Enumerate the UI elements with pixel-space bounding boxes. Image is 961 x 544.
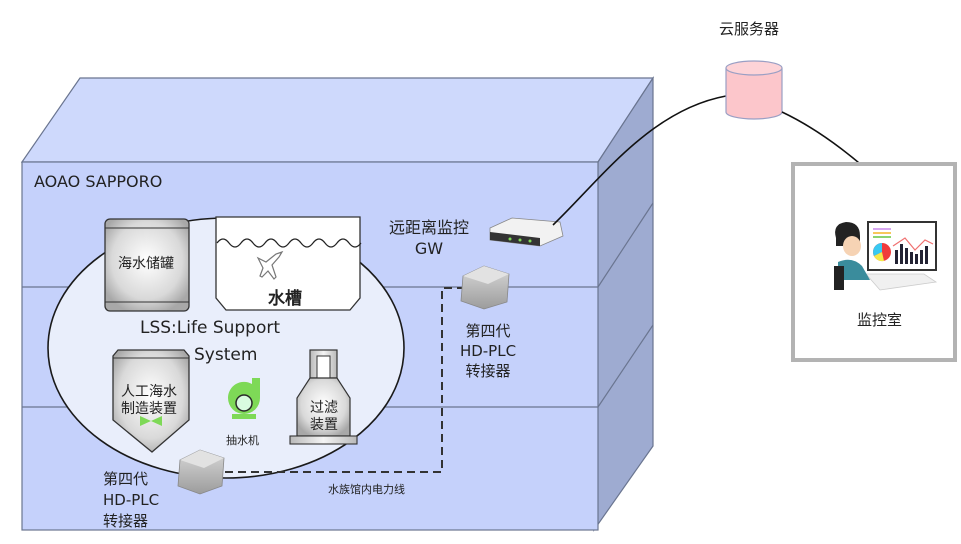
artificial-seawater-label-line1: 人工海水 [121,384,177,400]
filter-icon [289,349,358,445]
seawater-tank-icon [104,218,190,312]
operator-icon [834,221,938,291]
power-line-label: 水族馆内电力线 [328,483,405,496]
monitoring-room-label: 监控室 [857,311,903,329]
lss-title-line2: System [194,345,258,365]
plc-lower-label-line1: 第四代 [103,470,149,488]
side-divider-1 [597,202,654,288]
gateway-label-line1: 远距离监控 [388,218,469,237]
gw-to-cloud-link [552,95,727,226]
valve-icon [140,416,151,426]
pump-icon [227,378,260,419]
artificial-seawater-maker-icon [112,349,190,453]
artificial-seawater-label-line2: 制造装置 [121,401,177,417]
side-divider-2 [597,324,654,408]
gateway-label-line2: GW [414,239,444,258]
cloud-server-label: 云服务器 [719,20,780,38]
cloud-server-icon [725,60,783,120]
pump-label: 抽水机 [226,434,259,447]
building-name: AOAO SAPPORO [34,172,163,191]
plc-adapter-upper-icon [460,265,510,310]
building-top-face [20,77,655,163]
water-tank-icon [215,216,362,311]
plc-adapter-lower-icon [177,449,225,495]
lss-title-line1: LSS:Life Support [140,318,281,338]
plc-lower-label-line3: 转接器 [103,512,149,530]
plc-upper-label-line1: 第四代 [465,322,511,340]
seawater-tank-label: 海水储罐 [118,256,174,272]
gateway-router-icon [489,217,564,247]
plc-upper-label-line3: 转接器 [465,362,511,380]
plc-lower-label-line2: HD-PLC [103,491,160,509]
water-tank-label: 水槽 [268,289,302,309]
filter-label-line2: 装置 [310,417,338,433]
dolphin-icon [256,250,284,280]
filter-label-line1: 过滤 [310,400,338,416]
plc-upper-label-line2: HD-PLC [459,342,517,360]
